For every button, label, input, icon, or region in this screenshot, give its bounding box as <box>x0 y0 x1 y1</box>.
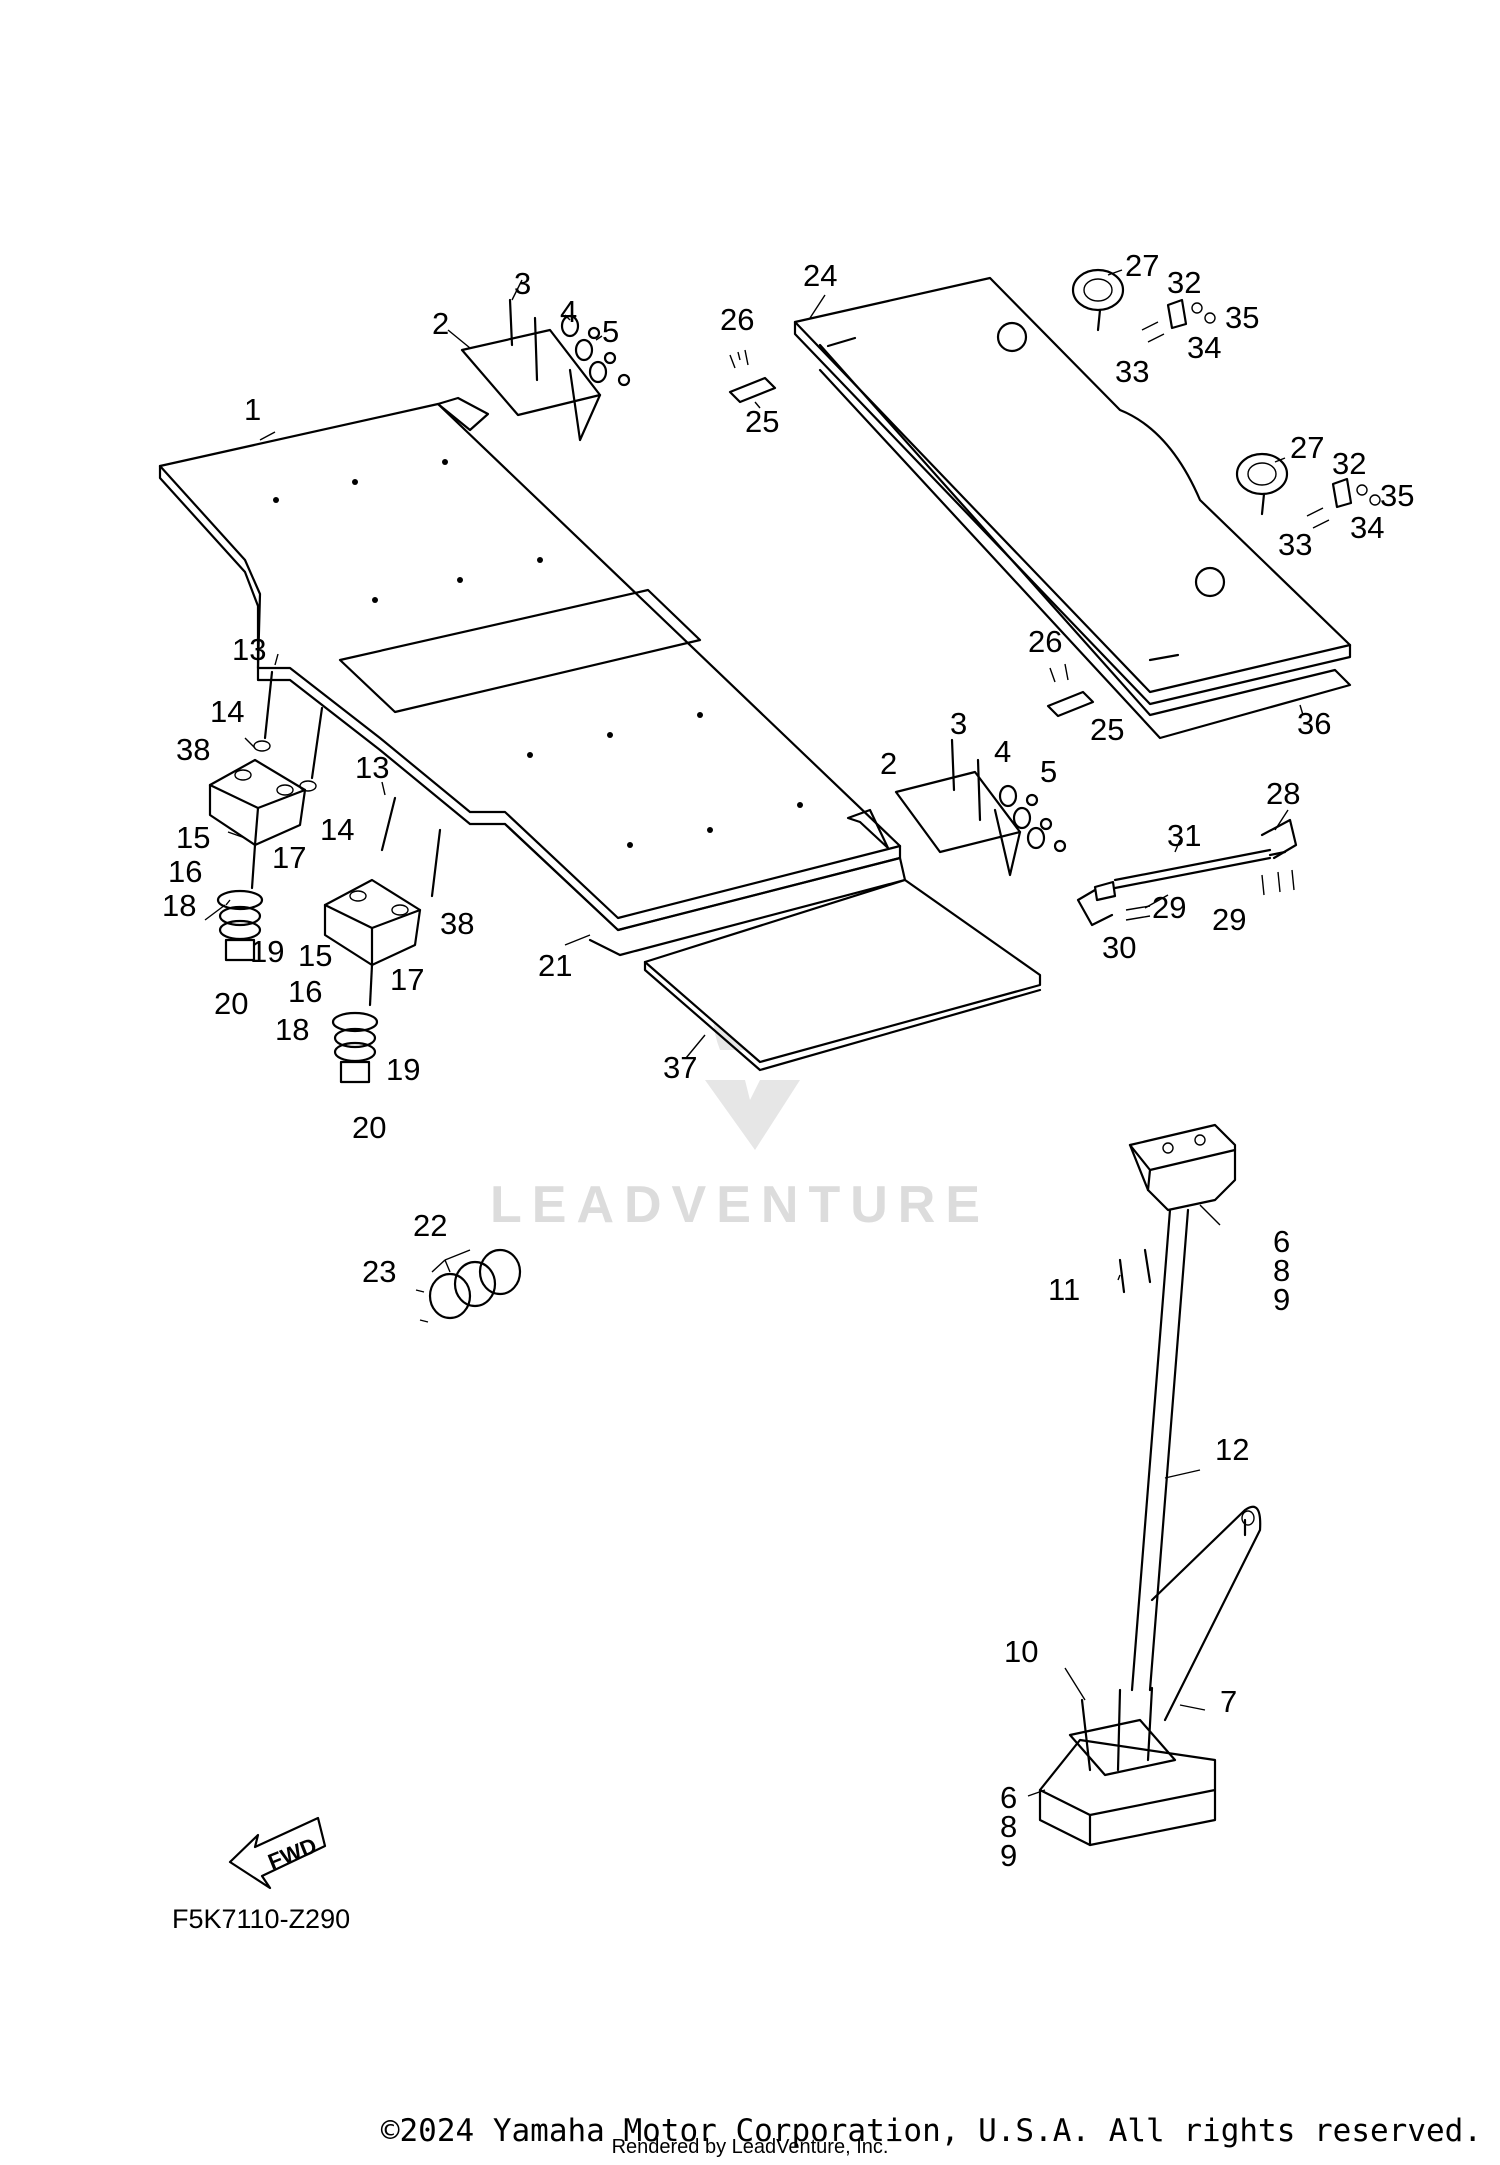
watermark-text: LEADVENTURE <box>490 1176 990 1234</box>
callout-23: 23 <box>362 1254 396 1289</box>
callout-13: 13 <box>232 632 266 667</box>
mount-block-right <box>323 796 442 1084</box>
copyright-notice: ©2024 Yamaha Motor Corporation, U.S.A. A… <box>380 2113 1482 2149</box>
callout-5: 5 <box>1040 754 1057 789</box>
callout-37: 37 <box>663 1050 697 1085</box>
callout-20: 20 <box>352 1110 386 1145</box>
callout-28: 28 <box>1266 776 1300 811</box>
callout-2: 2 <box>880 746 897 781</box>
floor-panel <box>158 396 902 932</box>
cable-clip <box>415 1248 522 1323</box>
callout-29: 29 <box>1152 890 1186 925</box>
callout-38: 38 <box>440 906 474 941</box>
clip-lower <box>1046 663 1095 718</box>
plate-37 <box>643 878 1042 1072</box>
callout-15: 15 <box>176 820 210 855</box>
callouts: 1 2 3 4 5 26 25 24 27 32 35 33 34 27 32 … <box>162 248 1414 1873</box>
callout-7: 7 <box>1220 1684 1237 1719</box>
callout-20: 20 <box>214 986 248 1021</box>
callout-16: 16 <box>168 854 202 889</box>
callout-18: 18 <box>162 888 196 923</box>
callout-24: 24 <box>803 258 837 293</box>
callout-8: 8 <box>1273 1253 1290 1288</box>
callout-27: 27 <box>1125 248 1159 283</box>
mat-21 <box>503 822 907 957</box>
callout-17: 17 <box>390 962 424 997</box>
callout-5: 5 <box>602 314 619 349</box>
callout-9: 9 <box>1000 1838 1017 1873</box>
callout-27: 27 <box>1290 430 1324 465</box>
callout-9: 9 <box>1273 1282 1290 1317</box>
callout-38: 38 <box>176 732 210 767</box>
callout-33: 33 <box>1278 527 1312 562</box>
callout-6: 6 <box>1000 1780 1017 1815</box>
clip-upper <box>728 349 777 404</box>
seat-panel-36 <box>818 343 1352 740</box>
hinge-upper <box>460 298 631 442</box>
callout-35: 35 <box>1380 478 1414 513</box>
callout-26: 26 <box>720 302 754 337</box>
figure-code: F5K7110-Z290 <box>172 1904 350 1934</box>
callout-21: 21 <box>538 948 572 983</box>
mount-block-left <box>208 670 324 962</box>
callout-32: 32 <box>1167 265 1201 300</box>
callout-29: 29 <box>1212 902 1246 937</box>
callout-35: 35 <box>1225 300 1259 335</box>
callout-14: 14 <box>320 812 354 847</box>
callout-17: 17 <box>272 840 306 875</box>
callout-34: 34 <box>1350 510 1384 545</box>
callout-3: 3 <box>514 266 531 301</box>
callout-6: 6 <box>1273 1224 1290 1259</box>
callout-31: 31 <box>1167 818 1201 853</box>
callout-14: 14 <box>210 694 244 729</box>
lock-lower <box>1235 452 1381 529</box>
callout-30: 30 <box>1102 930 1136 965</box>
callout-8: 8 <box>1000 1809 1017 1844</box>
callout-10: 10 <box>1004 1634 1038 1669</box>
callout-13: 13 <box>355 750 389 785</box>
panel-holes <box>273 459 803 848</box>
callout-22: 22 <box>413 1208 447 1243</box>
callout-16: 16 <box>288 974 322 1009</box>
leader-lines <box>204 269 1304 1797</box>
callout-34: 34 <box>1187 330 1221 365</box>
lock-upper <box>1071 268 1216 343</box>
callout-25: 25 <box>745 404 779 439</box>
seat-panel-24 <box>793 276 1352 706</box>
callout-19: 19 <box>250 934 284 969</box>
callout-19: 19 <box>386 1052 420 1087</box>
fwd-arrow-icon: FWD <box>228 1816 327 1890</box>
callout-1: 1 <box>244 392 261 427</box>
callout-12: 12 <box>1215 1432 1249 1467</box>
hinge-lower <box>894 738 1067 877</box>
callout-4: 4 <box>560 294 577 329</box>
callout-15: 15 <box>298 938 332 973</box>
callout-36: 36 <box>1297 706 1331 741</box>
callout-11: 11 <box>1048 1272 1080 1307</box>
callout-32: 32 <box>1332 446 1366 481</box>
callout-26: 26 <box>1028 624 1062 659</box>
callout-3: 3 <box>950 706 967 741</box>
callout-33: 33 <box>1115 354 1149 389</box>
callout-18: 18 <box>275 1012 309 1047</box>
rendered-by-credit: Rendered by LeadVenture, Inc. <box>611 2136 889 2158</box>
callout-4: 4 <box>994 734 1011 769</box>
support-arm-assembly <box>1038 1123 1262 1847</box>
callout-2: 2 <box>432 306 449 341</box>
callout-25: 25 <box>1090 712 1124 747</box>
